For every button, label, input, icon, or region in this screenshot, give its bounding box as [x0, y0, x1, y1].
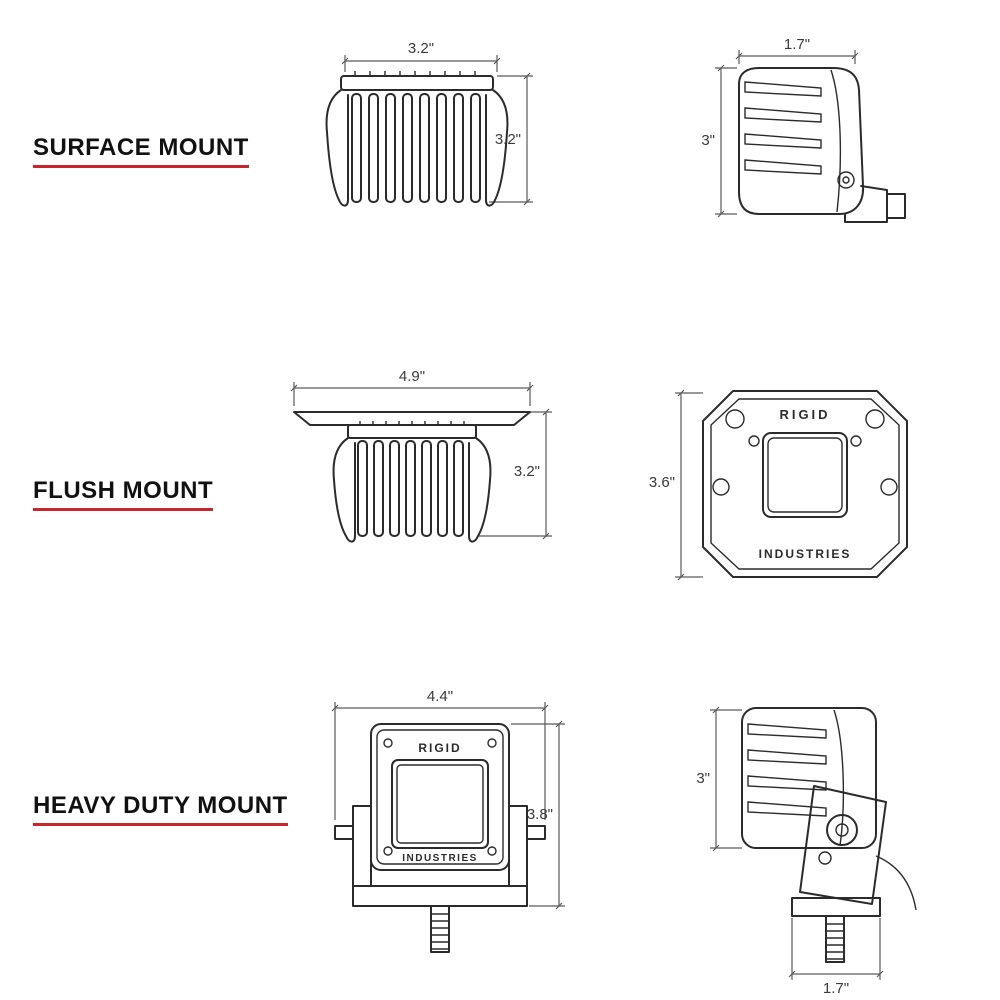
flush-face-outline: RIGID INDUSTRIES	[702, 390, 908, 578]
heavy-duty-front-view: 4.4" 3.8" RIGID INDUSTRIES	[331, 688, 565, 953]
pivot-bolt	[826, 814, 858, 846]
mount-block	[886, 193, 906, 219]
brand-text-rigid: RIGID	[779, 407, 830, 422]
hd-side-height-text: 3"	[696, 770, 710, 787]
flush-mount-face-view: 3.6" RIGID INDUSTRIES	[649, 389, 908, 581]
brand-text-industries: INDUSTRIES	[402, 853, 478, 864]
side-bolt-right	[526, 825, 546, 840]
surface-side-light-outline	[738, 67, 906, 223]
hd-front-height-text: 3.8"	[527, 806, 553, 823]
cooling-fins	[357, 440, 464, 537]
side-fin-slats	[744, 81, 822, 175]
surface-front-width-text: 3.2"	[408, 40, 434, 57]
hd-side-light-outline	[741, 707, 917, 963]
section-label-heavy-duty-mount: HEAVY DUTY MOUNT	[33, 792, 288, 826]
hd-front-width-text: 4.4"	[427, 688, 453, 705]
side-fin-slats	[747, 723, 827, 817]
surface-mount-side-view: 1.7" 3"	[701, 38, 906, 223]
hd-front-light-outline: RIGID INDUSTRIES	[334, 723, 546, 953]
cooling-fins	[351, 93, 481, 203]
flush-face-height-text: 3.6"	[649, 474, 675, 491]
surface-mount-front-view: 3.2" 3.2"	[325, 40, 533, 207]
brand-text-rigid: RIGID	[418, 741, 461, 755]
flush-front-height-text: 3.2"	[514, 463, 540, 480]
side-bolt-left	[334, 825, 354, 840]
breather-port	[837, 171, 855, 189]
flush-height-dimension: 3.2"	[478, 408, 552, 540]
threaded-stud	[825, 915, 845, 963]
surface-front-light-outline	[325, 71, 509, 207]
heavy-duty-side-view: 3" 1.7"	[696, 706, 917, 997]
front-height-dimension: 3.2"	[489, 72, 533, 206]
hd-side-width-text: 1.7"	[823, 980, 849, 997]
hd-width-dimension: 4.4"	[331, 688, 549, 820]
hd-side-width-dimension: 1.7"	[788, 918, 884, 997]
hd-height-dimension: 3.8"	[511, 720, 565, 910]
flush-front-width-text: 4.9"	[399, 368, 425, 385]
front-width-dimension: 3.2"	[341, 40, 501, 72]
flush-mount-front-view: 4.9" 3.2"	[290, 368, 552, 543]
surface-side-width-text: 1.7"	[784, 38, 810, 53]
side-height-dimension: 3"	[701, 64, 737, 218]
surface-side-height-text: 3"	[701, 132, 715, 149]
brand-text-industries: INDUSTRIES	[759, 547, 852, 561]
flush-front-light-outline	[293, 411, 531, 543]
bolt-holes	[712, 409, 898, 496]
power-wire	[875, 855, 917, 911]
hd-side-height-dimension: 3"	[696, 706, 742, 852]
section-label-flush-mount: FLUSH MOUNT	[33, 477, 214, 511]
section-label-surface-mount: SURFACE MOUNT	[33, 134, 249, 168]
bracket-foot	[791, 897, 881, 917]
pivot-bracket	[791, 785, 887, 917]
flange-plate	[293, 411, 531, 426]
flush-width-dimension: 4.9"	[290, 368, 534, 406]
side-depth-dimension: 1.7"	[735, 38, 859, 64]
threaded-stud	[430, 905, 450, 953]
lens	[762, 432, 848, 518]
surface-front-height-text: 3.2"	[495, 131, 521, 148]
bezel-screws	[383, 738, 497, 856]
lens	[391, 759, 489, 849]
face-height-dimension: 3.6"	[649, 389, 703, 581]
mount-foot	[844, 185, 888, 223]
